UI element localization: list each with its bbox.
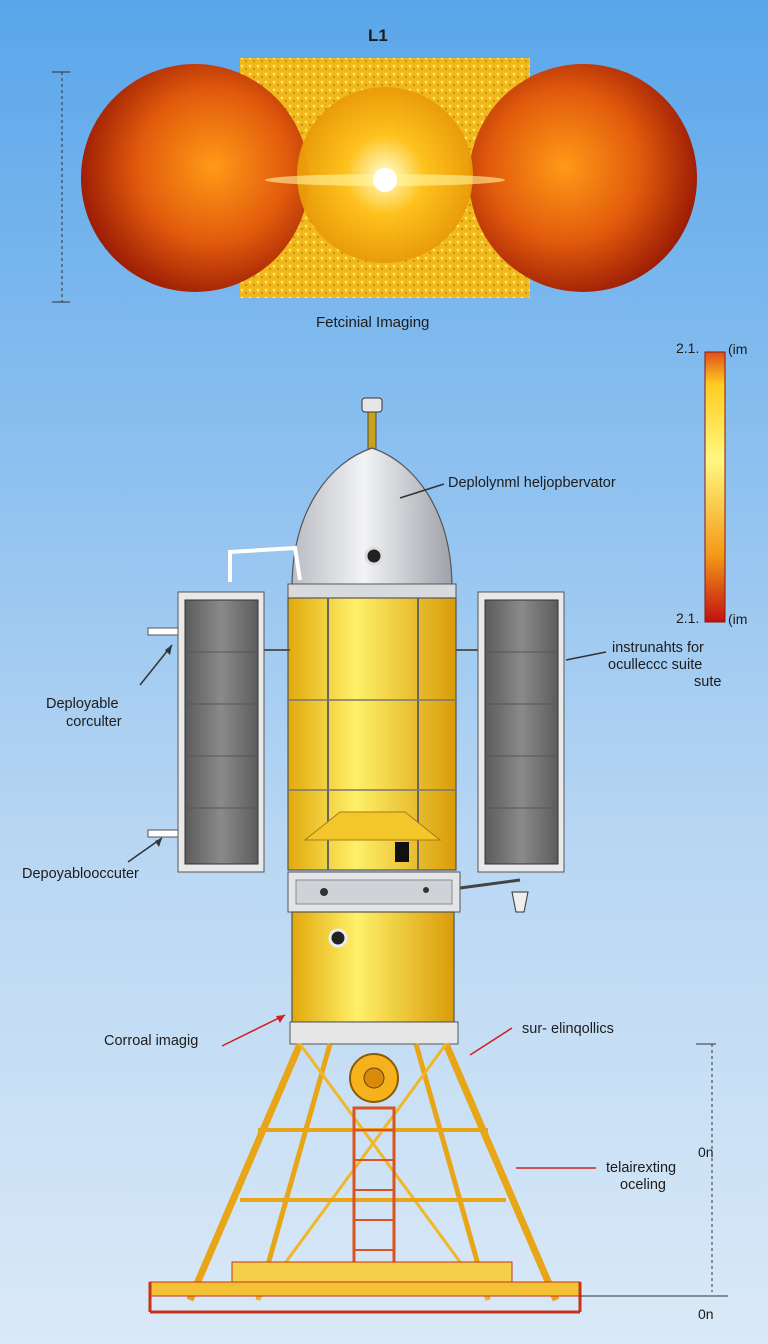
- launch-tower: [148, 1042, 582, 1314]
- solar-image-panel: [81, 58, 697, 298]
- label-nose: Deplolynml heljopbervator: [448, 475, 616, 491]
- lower-module: [289, 911, 459, 1045]
- color-bar: [704, 351, 726, 623]
- nose-cone: [291, 447, 453, 589]
- label-instruments-3: sute: [694, 674, 722, 690]
- colorbar-top-unit: (im: [728, 341, 748, 357]
- leader-lines: [127, 483, 607, 1169]
- side-bracket: [228, 545, 302, 582]
- colorbar-top-label: 2.1.: [676, 340, 700, 356]
- nose-porthole: [364, 546, 384, 566]
- diagram-title: L1: [368, 26, 388, 45]
- label-instruments-1: instrunahts for: [612, 640, 704, 656]
- left-solar-panel: [147, 591, 290, 873]
- right-vertical-scale: [580, 1043, 728, 1297]
- scale-bottom-label: 0n: [698, 1306, 714, 1322]
- right-solar-panel: [456, 591, 565, 873]
- label-left-panel-1: Deployable: [46, 696, 119, 712]
- label-tower-2: oceling: [620, 1177, 666, 1193]
- colorbar-bottom-unit: (im: [728, 611, 748, 627]
- scale-mid-label: 0n: [698, 1144, 714, 1160]
- solar-panel-caption: Fetcinial Imaging: [316, 314, 430, 331]
- colorbar-bottom-label: 2.1.: [676, 610, 700, 626]
- label-coronal: Corroal imagig: [104, 1033, 199, 1049]
- middle-band: [287, 871, 529, 913]
- label-left-lower: Depoyablooccuter: [22, 866, 139, 882]
- top-vertical-scale: [52, 71, 70, 303]
- label-tower-1: telairexting: [606, 1160, 677, 1176]
- nose-ring: [287, 583, 457, 599]
- label-sun-ellipsoid: sur- elinqollics: [522, 1021, 614, 1037]
- label-left-panel-2: corculter: [66, 714, 122, 730]
- upper-module: [287, 597, 457, 871]
- antenna: [361, 397, 383, 453]
- label-instruments-2: oculleccc suite: [608, 657, 703, 673]
